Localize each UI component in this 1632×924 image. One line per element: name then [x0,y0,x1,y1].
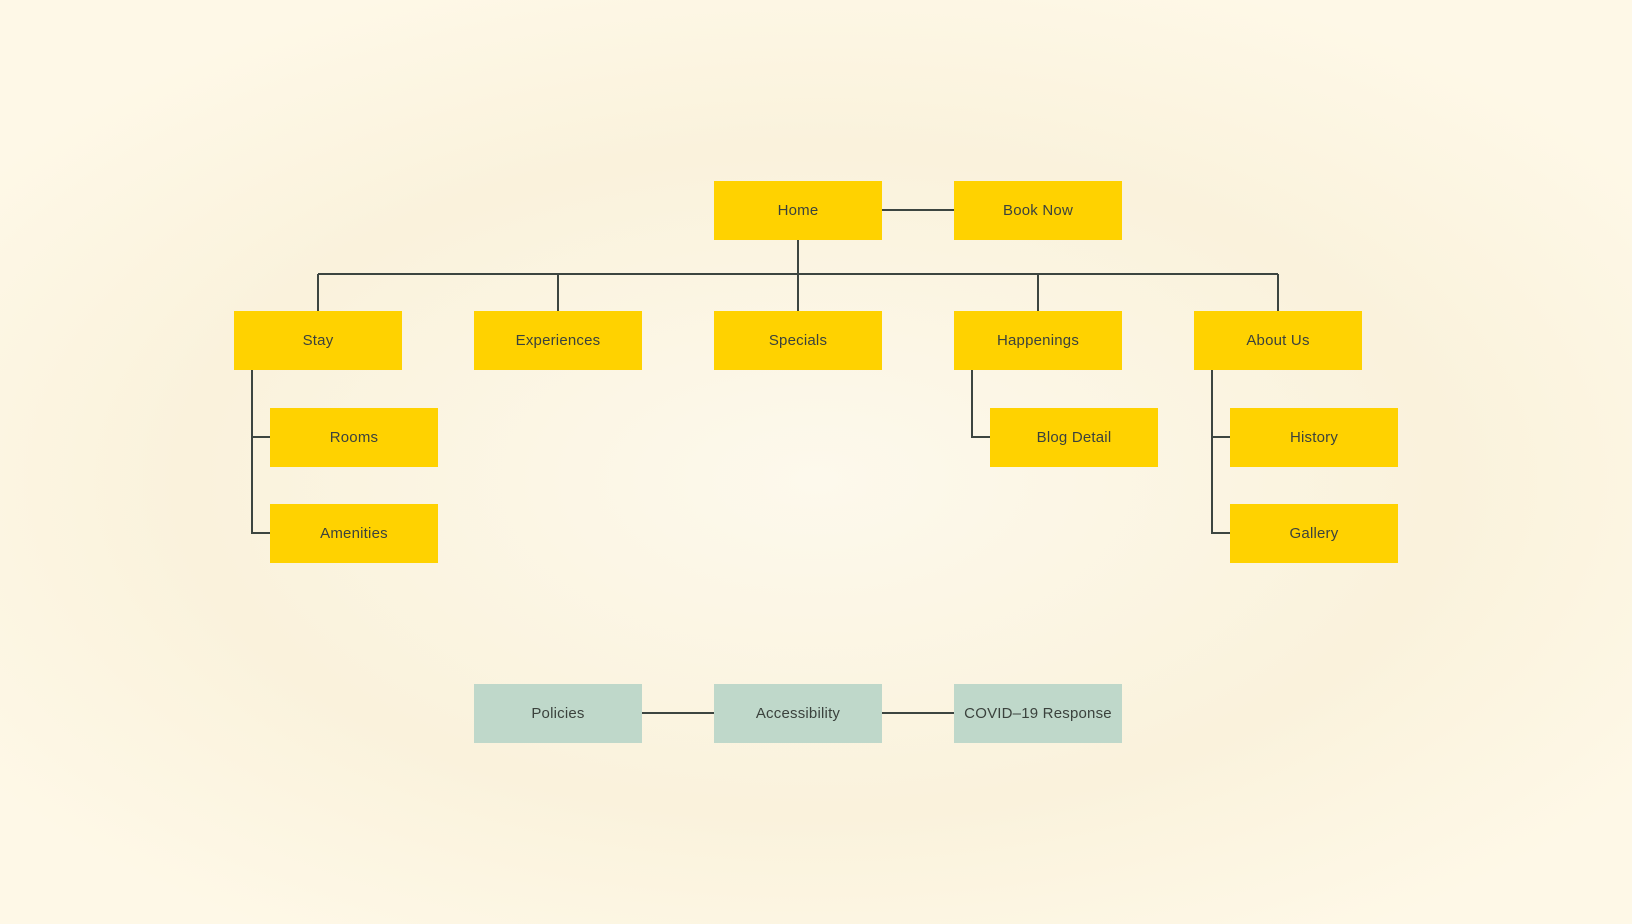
node-blog-detail[interactable]: Blog Detail [990,408,1158,467]
node-home[interactable]: Home [714,181,882,240]
node-amenities[interactable]: Amenities [270,504,438,563]
node-about-us[interactable]: About Us [1194,311,1362,370]
node-covid19-response[interactable]: COVID–19 Response [954,684,1122,743]
node-stay[interactable]: Stay [234,311,402,370]
edge-aboutus-gallery [1211,437,1230,534]
node-happenings[interactable]: Happenings [954,311,1122,370]
edge-stay-amenities [251,437,270,534]
edge-stay-rooms [251,370,270,438]
node-experiences[interactable]: Experiences [474,311,642,370]
node-accessibility[interactable]: Accessibility [714,684,882,743]
node-book-now[interactable]: Book Now [954,181,1122,240]
node-specials[interactable]: Specials [714,311,882,370]
node-gallery[interactable]: Gallery [1230,504,1398,563]
edge-aboutus-history [1211,370,1230,438]
edge-happenings-blogdetail [971,370,990,438]
node-history[interactable]: History [1230,408,1398,467]
node-rooms[interactable]: Rooms [270,408,438,467]
node-policies[interactable]: Policies [474,684,642,743]
